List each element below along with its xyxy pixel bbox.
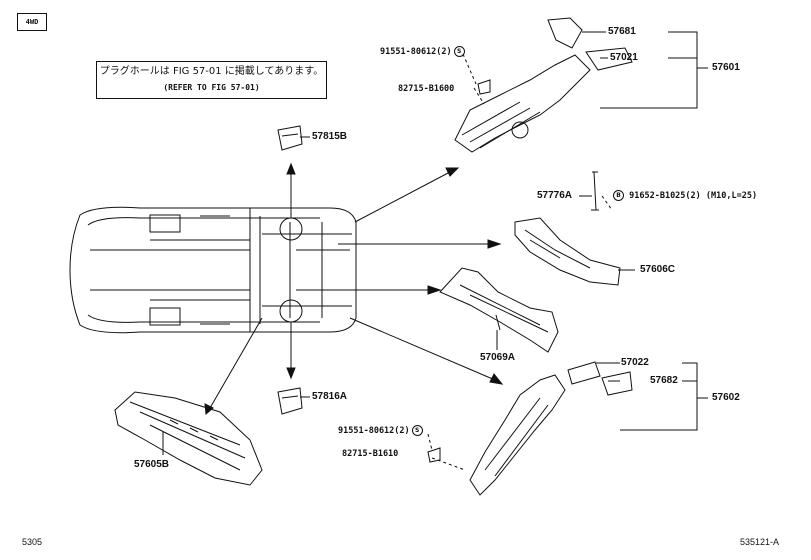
part-label-82715-bottom: 82715-B1610 (342, 449, 399, 459)
bolt-spec: (M10,L=25) (705, 191, 758, 201)
bolt-number-bottom: 91551-80612(2) (338, 426, 410, 436)
part-label-57022: 57022 (621, 357, 649, 368)
part-label-82715-top: 82715-B1600 (398, 84, 455, 94)
s-marker-icon-bottom: S (411, 425, 423, 436)
part-label-57815B: 57815B (312, 131, 348, 142)
part-label-57601: 57601 (712, 62, 740, 73)
leader-lines (162, 31, 708, 471)
part-57815B (277, 125, 303, 151)
reference-note-box: プラグホールは FIG 57-01 に掲載してあります。 (REFER TO F… (96, 61, 327, 99)
part-label-57681: 57681 (608, 26, 636, 37)
part-label-57069A: 57069A (480, 352, 516, 363)
drive-type-tag: 4WD (17, 13, 47, 31)
part-label-57606C: 57606C (640, 264, 676, 275)
footer-figure-code: 535121-A (740, 537, 780, 547)
part-57602-assembly (427, 361, 633, 496)
part-57776A (591, 171, 599, 211)
part-57069A (439, 267, 559, 353)
part-label-57816A: 57816A (312, 391, 348, 402)
part-label-57602: 57602 (712, 392, 740, 403)
part-57601-assembly (454, 17, 633, 153)
part-label-57776A: 57776A (537, 190, 573, 201)
note-line-en: (REFER TO FIG 57-01) (163, 83, 260, 92)
part-label-57682: 57682 (650, 375, 678, 386)
part-label-91652: B 91652-B1025(2) (M10,L=25) (611, 190, 757, 202)
b-marker-icon: B (613, 190, 624, 201)
bolt-number-top: 91551-80612(2) (380, 47, 452, 57)
part-label-57021: 57021 (610, 52, 638, 63)
bolt-number-91652: 91652-B1025(2) (629, 191, 701, 201)
s-marker-icon: S (453, 46, 465, 57)
part-label-57605B: 57605B (134, 459, 170, 470)
part-57816A (277, 387, 303, 415)
part-label-91551-bottom: 91551-80612(2)S (338, 425, 423, 437)
vehicle-outline (69, 206, 357, 334)
part-label-91551-top: 91551-80612(2)S (380, 46, 465, 58)
note-line-jp: プラグホールは FIG 57-01 に掲載してあります。 (99, 66, 324, 77)
footer-page-code: 5305 (22, 537, 43, 547)
callout-arrows (204, 162, 504, 416)
part-57605B (114, 391, 263, 486)
part-57606C (514, 217, 621, 286)
